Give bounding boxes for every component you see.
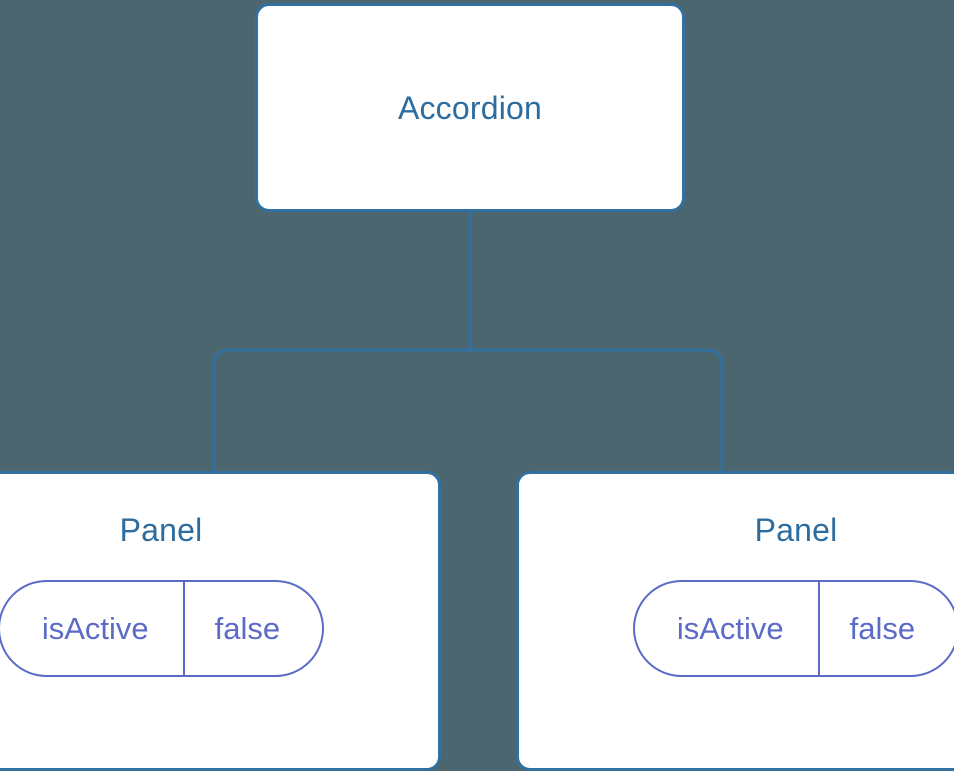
state-pill-right-value: false (817, 582, 954, 675)
node-accordion[interactable]: Accordion (255, 3, 685, 212)
state-pill-right[interactable]: isActive false (632, 580, 954, 677)
state-pill-wrap-left: isActive false (0, 580, 379, 677)
node-accordion-label: Accordion (397, 89, 543, 126)
component-tree-diagram: Accordion Panel isActive false Panel isA… (0, 3, 954, 771)
state-pill-left-value: false (182, 582, 322, 675)
edge-branch-bar (212, 348, 724, 473)
node-panel-left-label: Panel (119, 512, 203, 548)
node-panel-left[interactable]: Panel isActive false (0, 471, 441, 771)
node-panel-right-label: Panel (754, 512, 838, 548)
state-pill-wrap-right: isActive false (519, 580, 954, 677)
state-pill-left-key: isActive (41, 611, 149, 646)
state-pill-left[interactable]: isActive false (0, 580, 325, 677)
edge-layer (212, 210, 724, 473)
state-pill-right-key: isActive (676, 611, 784, 646)
node-panel-right[interactable]: Panel isActive false (516, 471, 954, 771)
